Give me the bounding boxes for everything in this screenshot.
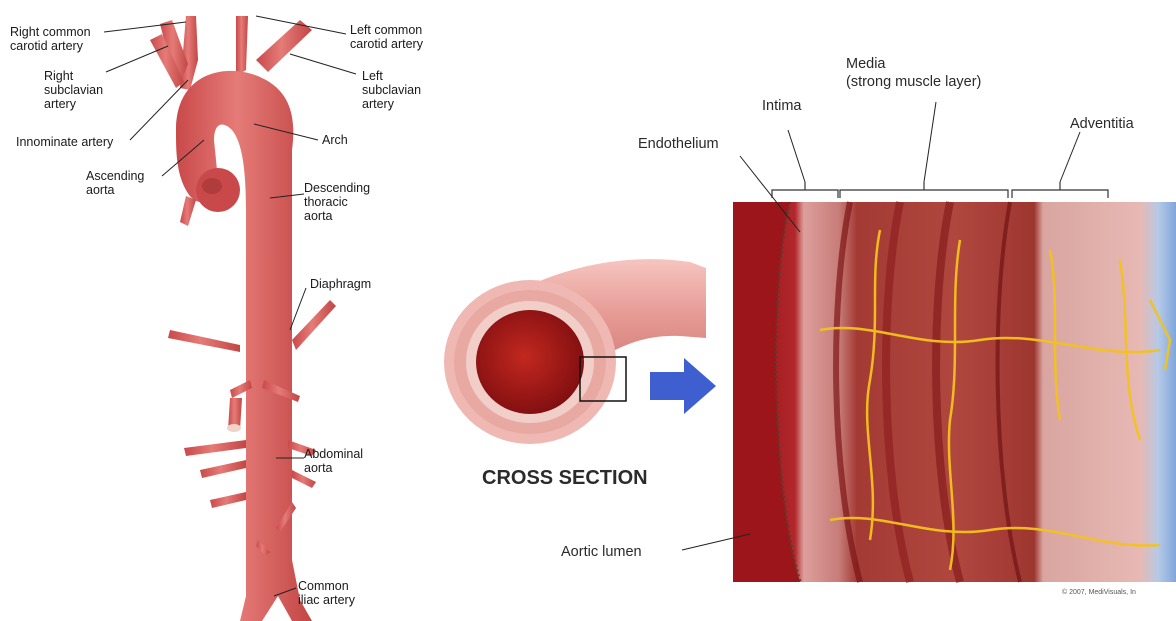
label-common-iliac-2: iliac artery xyxy=(298,593,356,607)
label-abdominal-2: aorta xyxy=(304,461,333,475)
label-innominate: Innominate artery xyxy=(16,135,114,149)
label-descending-3: aorta xyxy=(304,209,333,223)
label-arch: Arch xyxy=(322,133,348,147)
label-abdominal-1: Abdominal xyxy=(304,447,363,461)
label-descending-1: Descending xyxy=(304,181,370,195)
aorta-illustration xyxy=(150,16,336,621)
label-right-subclavian-2: subclavian xyxy=(44,83,103,97)
label-diaphragm: Diaphragm xyxy=(310,277,371,291)
label-media-1: Media xyxy=(846,56,886,72)
label-adventitia: Adventitia xyxy=(1070,116,1135,132)
label-common-iliac-1: Common xyxy=(298,579,349,593)
cross-section-title: CROSS SECTION xyxy=(482,467,648,489)
layer-brackets xyxy=(772,182,1108,198)
svg-text:Common iliac artery: Common iliac artery xyxy=(298,579,356,607)
label-left-common-carotid-1: Left common xyxy=(350,23,422,37)
label-ascending-1: Ascending xyxy=(86,169,144,183)
svg-text:Right common carotid art: Right common carotid artery xyxy=(10,25,94,53)
svg-text:Abdominal aorta: Abdominal aorta xyxy=(304,447,367,475)
svg-text:Media (strong muscle lay: Media (strong muscle layer) xyxy=(846,56,981,90)
artery-wall-detail xyxy=(733,202,1176,582)
copyright-text: © 2007, MediVisuals, In xyxy=(1062,588,1136,596)
label-ascending-2: aorta xyxy=(86,183,115,197)
label-right-subclavian-3: artery xyxy=(44,97,77,111)
svg-text:Ascending aorta: Ascending aorta xyxy=(86,169,148,197)
zoom-arrow-icon xyxy=(650,358,716,414)
label-left-subclavian-3: artery xyxy=(362,97,395,111)
label-right-common-carotid-2: carotid artery xyxy=(10,39,84,53)
label-intima: Intima xyxy=(762,98,802,114)
svg-text:Descending thoracic: Descending thoracic aorta xyxy=(304,181,374,223)
svg-text:Right subclavian a: Right subclavian artery xyxy=(44,69,107,111)
label-descending-2: thoracic xyxy=(304,195,348,209)
label-right-common-carotid-1: Right common xyxy=(10,25,91,39)
svg-text:Left subclavian ar: Left subclavian artery xyxy=(362,69,425,111)
svg-text:Left common carotid arte: Left common carotid artery xyxy=(350,23,426,51)
label-left-subclavian-2: subclavian xyxy=(362,83,421,97)
cross-section-tube xyxy=(444,259,706,444)
label-endothelium: Endothelium xyxy=(638,136,719,152)
label-right-subclavian-1: Right xyxy=(44,69,74,83)
label-media-2: (strong muscle layer) xyxy=(846,74,981,90)
label-left-subclavian-1: Left xyxy=(362,69,383,83)
label-aortic-lumen: Aortic lumen xyxy=(561,544,642,560)
label-left-common-carotid-2: carotid artery xyxy=(350,37,424,51)
